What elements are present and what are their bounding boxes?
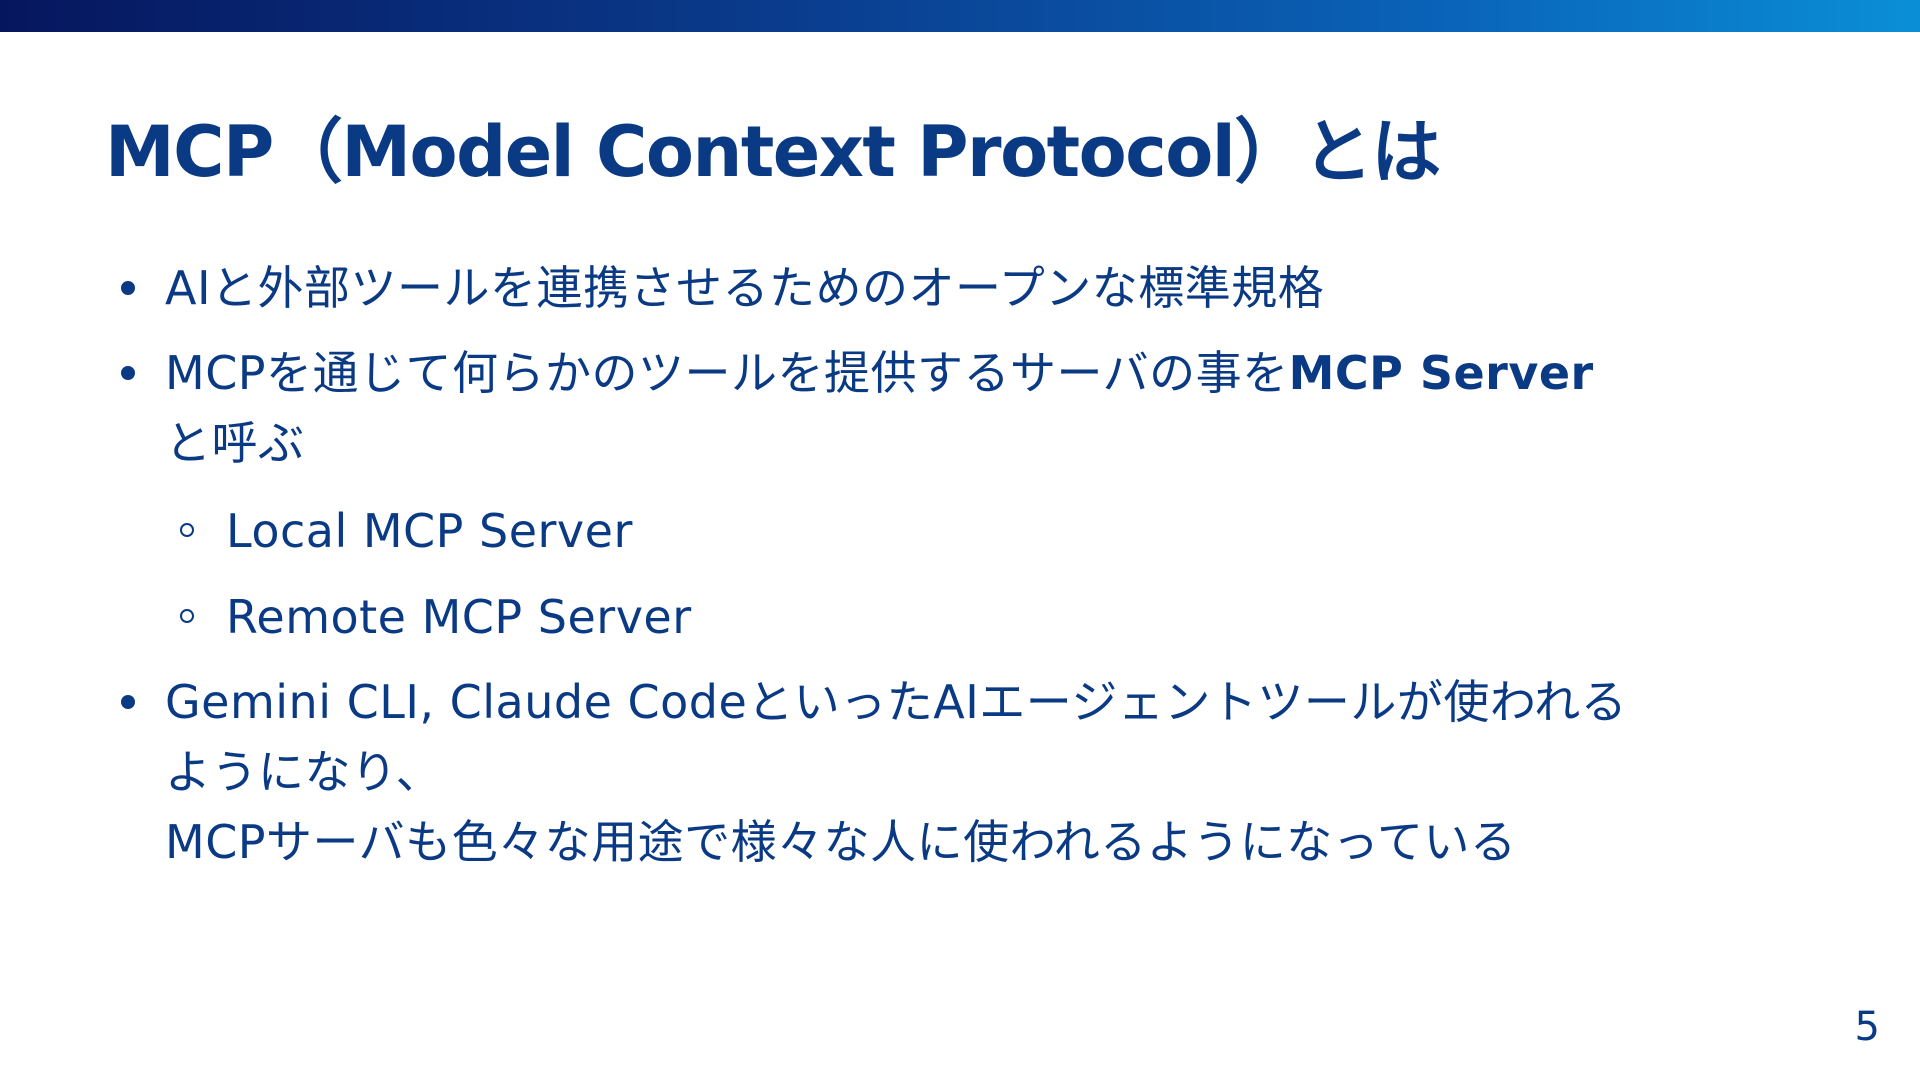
bullet-text: Gemini CLI, Claude CodeといったAIエージェントツールが使… [165, 675, 1628, 729]
header-gradient-bar [0, 0, 1920, 32]
bullet-text: MCPを通じて何らかのツールを提供するサーバの事をMCP Server [165, 338, 1815, 408]
slide-title: MCP（Model Context Protocol）とは [105, 111, 1441, 193]
sub-bullet-text: Remote MCP Server [226, 590, 692, 644]
bullet-text-continuation: ようになり、 [165, 745, 443, 799]
bullet-item-2: MCPを通じて何らかのツールを提供するサーバの事をMCP Server と呼ぶ [121, 338, 1815, 478]
bullet-item-3: Gemini CLI, Claude CodeといったAIエージェントツールが使… [121, 667, 1815, 877]
sub-bullet-item-2: Remote MCP Server [180, 582, 692, 652]
hollow-circle-icon [180, 523, 194, 537]
hollow-circle-icon [180, 609, 194, 623]
bullet-dot-icon [121, 695, 135, 709]
bullet-text: AIと外部ツールを連携させるためのオープンな標準規格 [165, 261, 1325, 315]
bullet-text-bold: MCP Server [1288, 346, 1594, 400]
bullet-dot-icon [121, 281, 135, 295]
bullet-text-continuation: と呼ぶ [165, 416, 305, 470]
page-number: 5 [1854, 1004, 1880, 1050]
bullet-dot-icon [121, 366, 135, 380]
bullet-text-continuation: MCPサーバも色々な用途で様々な人に使われるようになっている [165, 815, 1517, 869]
sub-bullet-item-1: Local MCP Server [180, 496, 633, 566]
bullet-text-regular: MCPを通じて何らかのツールを提供するサーバの事を [165, 346, 1289, 400]
bullet-item-1: AIと外部ツールを連携させるためのオープンな標準規格 [121, 253, 1815, 323]
sub-bullet-text: Local MCP Server [226, 504, 633, 558]
